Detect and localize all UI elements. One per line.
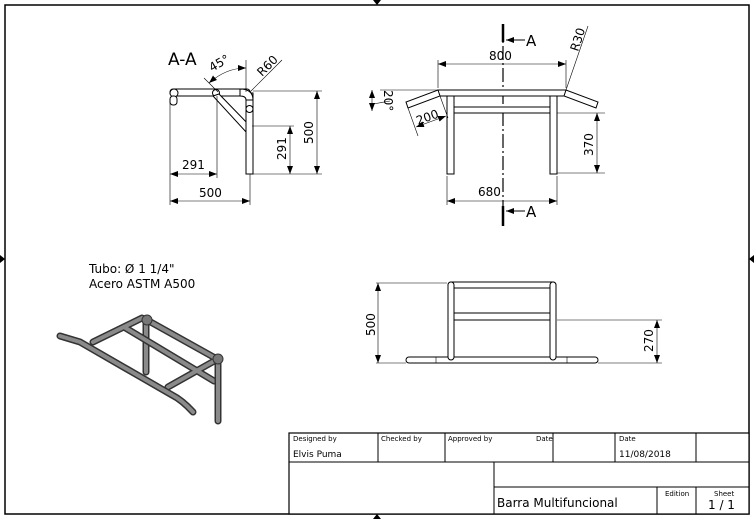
note-tube: Tubo: Ø 1 1/4" — [88, 262, 174, 276]
material-notes: Tubo: Ø 1 1/4" Acero ASTM A500 — [88, 262, 195, 291]
note-material: Acero ASTM A500 — [89, 277, 195, 291]
date-label: Date — [619, 435, 636, 443]
sheet-value: 1 / 1 — [708, 498, 735, 512]
dim-500-height: 500 — [302, 121, 316, 144]
approved-by-label: Approved by — [448, 435, 492, 443]
section-label: A-A — [168, 50, 197, 70]
top-view[interactable]: 500 270 — [364, 281, 662, 364]
section-mark-bottom: A — [526, 203, 537, 221]
title-block: Designed by Elvis Puma Checked by Approv… — [288, 432, 750, 515]
designed-by-label: Designed by — [293, 435, 337, 443]
dim-500-top: 500 — [364, 313, 378, 336]
dim-291-horizontal: 291 — [182, 158, 205, 172]
section-mark-top: A — [526, 32, 537, 50]
isometric-view[interactable] — [56, 314, 224, 425]
dim-370: 370 — [582, 133, 596, 156]
front-view[interactable]: A A 800 680 370 R30 20° 200 — [369, 24, 605, 226]
approval-date-label: Date — [536, 435, 553, 443]
dim-200: 200 — [414, 107, 440, 128]
dim-r30: R30 — [568, 26, 589, 53]
dim-angle-20: 20° — [381, 90, 395, 111]
drawing-title: Barra Multifuncional — [497, 496, 618, 510]
designed-by-value: Elvis Puma — [293, 450, 342, 460]
edition-label: Edition — [665, 490, 689, 498]
dim-r60: R60 — [254, 53, 281, 80]
dim-270: 270 — [642, 329, 656, 352]
sheet-label: Sheet — [714, 490, 734, 498]
section-view-a-a[interactable]: A-A 291 500 500 291 45° R60 — [168, 50, 322, 205]
date-value: 11/08/2018 — [619, 450, 671, 460]
checked-by-label: Checked by — [381, 435, 422, 443]
dim-500-width: 500 — [199, 186, 222, 200]
dim-680: 680 — [478, 185, 501, 199]
dim-291-vertical: 291 — [275, 137, 289, 160]
dim-800: 800 — [489, 49, 512, 63]
